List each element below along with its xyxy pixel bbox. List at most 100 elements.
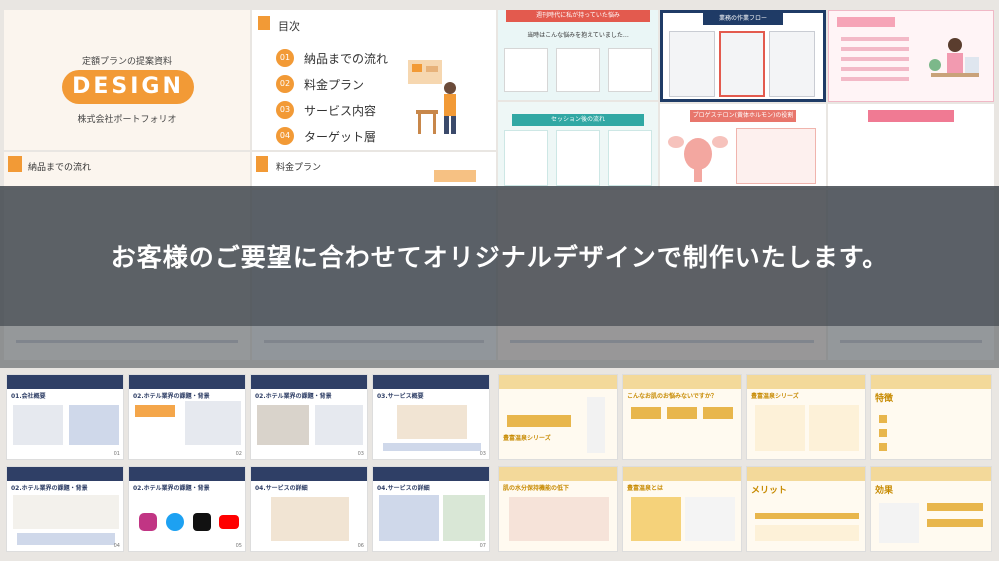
slide-title: 豊富温泉とは: [627, 485, 664, 492]
slide-title: メリット: [751, 486, 788, 496]
plan-slide: 料金プラン: [252, 152, 496, 188]
worry-header: 週刊時代に私が持っていた悩み: [506, 10, 650, 22]
session-slide: セッション後の流れ: [498, 102, 658, 188]
marketing-slide: 04.サービスの詳細 06: [250, 466, 368, 552]
session-header: セッション後の流れ: [512, 114, 644, 126]
marketing-slide: 02.ホテル業界の課題・背景 05: [128, 466, 246, 552]
hormone-slide: プロゲステロン(黄体ホルモン)の役割: [660, 104, 826, 188]
toc-item: 01 納品までの流れ: [276, 48, 388, 68]
onsen-slide: メリット: [746, 466, 866, 552]
toc-label: ターゲット層: [304, 129, 377, 144]
headline-band: お客様のご要望に合わせてオリジナルデザインで制作いたします。: [0, 186, 999, 326]
onsen-slide: 豊富温泉とは: [622, 466, 742, 552]
slide-title: 02.ホテル業界の課題・背景: [11, 485, 88, 492]
marketing-slide: 02.ホテル業界の課題・背景 04: [6, 466, 124, 552]
slide-title: 肌の水分保持機能の低下: [503, 485, 570, 492]
slide-number: 01: [113, 451, 120, 457]
toc-label: 料金プラン: [304, 77, 365, 92]
slide-number: 03: [479, 451, 486, 457]
toc-label: 納品までの流れ: [304, 51, 389, 66]
toc-item: 03 サービス内容: [276, 100, 376, 120]
plan-tag: [434, 170, 476, 182]
hormone-header: プロゲステロン(黄体ホルモン)の役割: [690, 110, 796, 122]
slide-title: 02.ホテル業界の課題・背景: [133, 485, 210, 492]
marketing-slide: 01.会社概要 01: [6, 374, 124, 460]
check-line: [841, 57, 909, 61]
onsen-slide: 効果: [870, 466, 992, 552]
toc-label: サービス内容: [304, 103, 377, 118]
person-with-board-illustration: [408, 60, 456, 134]
worry-line: 当時はこんな悩みを抱えていました…: [527, 32, 629, 39]
onsen-slide: 豊富温泉シリーズ: [746, 374, 866, 460]
worry-slide: 週刊時代に私が持っていた悩み 当時はこんな悩みを抱えていました…: [498, 10, 658, 100]
woman-at-desk-illustration: [929, 38, 979, 77]
check-line: [841, 37, 909, 41]
social-icons: [139, 513, 239, 531]
slide-title: こんなお肌のお悩みないですか？: [627, 393, 717, 400]
toc-number: 02: [276, 75, 294, 93]
marketing-slide: 02.ホテル業界の課題・背景 02: [128, 374, 246, 460]
page-badge: [256, 156, 268, 172]
beauty-header: [868, 110, 954, 122]
check-line: [841, 67, 909, 71]
uterus-illustration: [668, 136, 728, 182]
slide-number: 03: [357, 451, 364, 457]
check-header: [837, 17, 895, 27]
toc-number: 03: [276, 101, 294, 119]
page-badge: [8, 156, 22, 172]
slide-number: 02: [235, 451, 242, 457]
beauty-slide: [828, 104, 994, 188]
onsen-slide: こんなお肌のお悩みないですか？: [622, 374, 742, 460]
slide-title: 特徴: [875, 394, 894, 404]
slide-title: 豊富温泉シリーズ: [751, 393, 799, 400]
onsen-slide: 特徴: [870, 374, 992, 460]
marketing-slide: 03.サービス概要 03: [372, 374, 490, 460]
toc-item: 02 料金プラン: [276, 74, 364, 94]
flow-title: 納品までの流れ: [28, 163, 92, 173]
toc-item: 04 ターゲット層: [276, 126, 376, 146]
slide-number: 06: [357, 543, 364, 549]
toc-slide: 目次 01 納品までの流れ 02 料金プラン 03 サービス内容 04 ターゲッ…: [252, 10, 496, 150]
slide-number: 04: [113, 543, 120, 549]
slide-number: 05: [235, 543, 242, 549]
marketing-slide: 04.サービスの詳細 07: [372, 466, 490, 552]
worry-card: [556, 48, 600, 92]
slide-title: 04.サービスの詳細: [377, 485, 430, 492]
workflow-header: 業務の作業フロー: [703, 13, 783, 25]
workflow-column: [669, 31, 715, 97]
slide-title: 豊富温泉シリーズ: [503, 435, 551, 442]
headline-text: お客様のご要望に合わせてオリジナルデザインで制作いたします。: [110, 243, 889, 272]
worry-card: [504, 48, 548, 92]
check-line: [841, 47, 909, 51]
slide-title: 02.ホテル業界の課題・背景: [255, 393, 332, 400]
workflow-column: [769, 31, 815, 97]
hormone-box: [736, 128, 816, 184]
workflow-slide: 業務の作業フロー: [660, 10, 826, 102]
plan-title: 料金プラン: [276, 163, 322, 173]
toc-title: 目次: [278, 20, 300, 33]
slide-title: 効果: [875, 486, 894, 496]
workflow-column: [719, 31, 765, 97]
cover-subtitle: 株式会社ポートフォリオ: [77, 115, 177, 125]
toc-number: 04: [276, 127, 294, 145]
cover-pre-title: 定額プランの提案資料: [81, 57, 172, 67]
self-check-slide: [828, 10, 994, 102]
check-line: [841, 77, 909, 81]
toc-number: 01: [276, 49, 294, 67]
slide-title: 03.サービス概要: [377, 393, 424, 400]
slide-title: 01.会社概要: [11, 393, 46, 400]
session-step: [504, 130, 548, 186]
session-step: [556, 130, 600, 186]
onsen-slide: 肌の水分保持機能の低下: [498, 466, 618, 552]
slide-title: 04.サービスの詳細: [255, 485, 308, 492]
marketing-slide: 02.ホテル業界の課題・背景 03: [250, 374, 368, 460]
session-step: [608, 130, 652, 186]
brand-badge: DESIGN: [62, 70, 194, 104]
page-badge: [258, 16, 270, 30]
cover-slide: 定額プランの提案資料 DESIGN 株式会社ポートフォリオ: [4, 10, 250, 150]
slide-title: 02.ホテル業界の課題・背景: [133, 393, 210, 400]
flow-slide: 納品までの流れ: [4, 152, 250, 188]
dim-overlay: [0, 326, 999, 368]
slide-number: 07: [479, 543, 486, 549]
worry-card: [608, 48, 652, 92]
